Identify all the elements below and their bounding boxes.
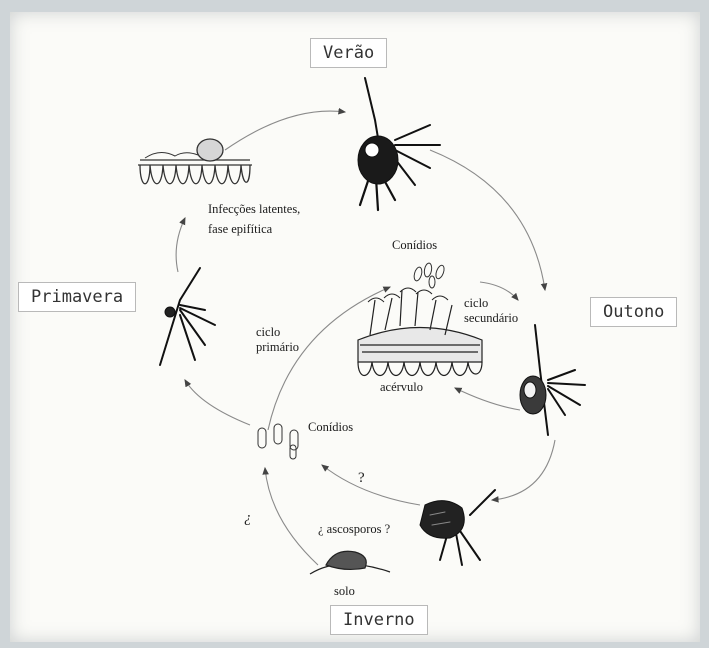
question-mark: ? <box>358 470 365 486</box>
secondary-cycle-line2: secundário <box>464 311 519 325</box>
latent-label-line2: fase epifítica <box>208 222 273 236</box>
season-summer: Verão <box>310 38 388 68</box>
season-autumn: Outono <box>590 297 678 327</box>
primary-cycle-line2: primário <box>256 340 300 354</box>
winter-fruit <box>419 489 496 566</box>
arrow-winter-to-conidia <box>321 464 421 506</box>
diagram-canvas <box>10 12 700 642</box>
latent-label-line1: Infecções latentes, <box>208 202 301 216</box>
soil-label: solo <box>334 584 355 598</box>
inverted-question-mark: ¿ <box>244 510 252 526</box>
conidia-bottom-drawing <box>257 423 299 460</box>
acervulus-drawing <box>357 287 483 377</box>
arrow-autumn-to-acervulus <box>454 387 521 411</box>
arrow-soil-to-conidia <box>262 466 319 566</box>
spring-fruit <box>159 267 216 366</box>
leaf-tissue-latent <box>138 138 252 185</box>
soil-drawing <box>309 550 391 575</box>
conidia-top-drawing <box>413 262 445 289</box>
ascospores-label: ¿ ascosporos ? <box>318 522 391 536</box>
arrow-primary-cycle <box>267 286 392 431</box>
summer-fruit <box>357 77 441 212</box>
arrow-conidia-to-secondary <box>479 281 519 301</box>
acervulus-label: acérvulo <box>380 380 424 394</box>
arrow-summer-to-autumn <box>429 149 548 292</box>
conidia-top-label: Conídios <box>392 238 438 252</box>
primary-cycle-line1: ciclo <box>256 325 281 339</box>
autumn-fruit <box>519 324 586 436</box>
arrow-conidia-to-spring <box>184 379 251 426</box>
conidia-bottom-label: Conídios <box>308 420 354 434</box>
season-winter: Inverno <box>330 605 428 635</box>
arrow-spring-to-latent <box>175 217 186 273</box>
season-spring: Primavera <box>18 282 137 312</box>
arrow-spring-to-summer <box>224 107 347 151</box>
arrow-autumn-to-winter <box>490 439 556 503</box>
secondary-cycle-line1: ciclo <box>464 296 489 310</box>
